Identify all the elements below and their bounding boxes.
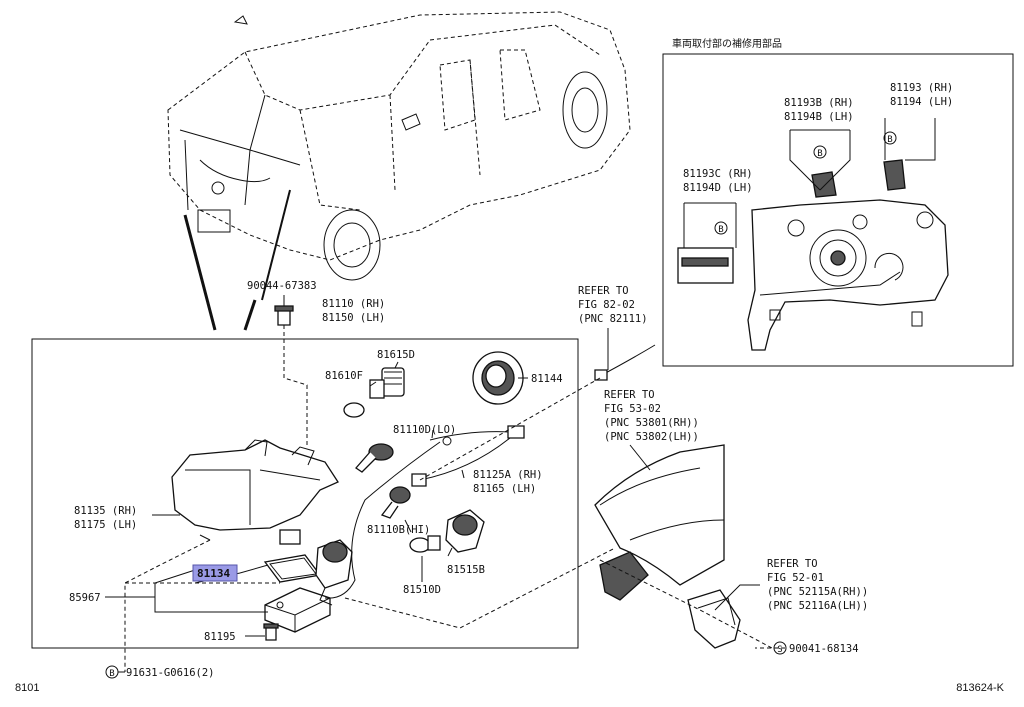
bulb-81110d (355, 443, 394, 473)
svg-text:B: B (887, 135, 892, 145)
refer-53-line1: REFER TO (604, 389, 655, 401)
label-81150-lh: 81150 (LH) (322, 312, 385, 324)
inset-label-81194: 81194 (LH) (890, 96, 953, 108)
bulb-81615d (381, 367, 405, 397)
page-id-left: 8101 (15, 682, 39, 694)
refer-82-line3: (PNC 82111) (578, 313, 648, 325)
bulb-81110b (380, 486, 411, 519)
inset-label-81193c: 81193C (RH) (683, 168, 753, 180)
bracket-52115a (599, 551, 741, 649)
svg-text:S: S (777, 645, 782, 655)
label-81610f: 81610F (325, 370, 363, 382)
refer-82-line2[interactable]: FIG 82-02 (578, 299, 635, 311)
label-81125a: 81125A (RH) (473, 469, 543, 481)
refer-53-line2[interactable]: FIG 53-02 (604, 403, 661, 415)
callout-s: S (773, 641, 787, 655)
label-81135: 81135 (RH) (74, 505, 137, 517)
inset-bracket-81193c (677, 202, 737, 284)
headlamp-assembly (171, 439, 339, 545)
label-85967: 85967 (69, 592, 101, 604)
highlight-box (192, 564, 238, 582)
vehicle-illustration (167, 11, 631, 331)
label-81110-rh: 81110 (RH) (322, 298, 385, 310)
bulb-81610f (343, 379, 385, 418)
svg-text:B: B (109, 669, 114, 679)
inset-label-81194b: 81194B (LH) (784, 111, 854, 123)
inset-bracket-81193b (789, 129, 851, 198)
bulb-81510d (409, 535, 441, 553)
reference-lines (124, 325, 773, 672)
fender (594, 444, 725, 586)
inset-frame (662, 53, 1014, 367)
label-81175: 81175 (LH) (74, 519, 137, 531)
igniter-part (315, 539, 353, 606)
inset-bracket-81193 (883, 118, 936, 191)
callout-b-inset-1: B (813, 145, 827, 159)
page-id-right: 813624-K (956, 682, 1004, 694)
callout-b-inset-3: B (714, 221, 728, 235)
callout-b-inset-2: B (883, 131, 897, 145)
label-81515b: 81515B (447, 564, 485, 576)
label-91631: 91631-G0616(2) (126, 667, 215, 679)
leader-lines (105, 295, 785, 673)
svg-text:B: B (817, 149, 822, 159)
refer-52-line4: (PNC 52116A(LH)) (767, 600, 868, 612)
inset-label-81194d: 81194D (LH) (683, 182, 753, 194)
svg-text:B: B (718, 225, 723, 235)
refer-52-line3: (PNC 52115A(RH)) (767, 586, 868, 598)
refer-82-line1: REFER TO (578, 285, 629, 297)
inset-label-81193: 81193 (RH) (890, 82, 953, 94)
cover-81144 (472, 351, 524, 405)
inset-headlamp (747, 199, 949, 351)
refer-53-line3: (PNC 53801(RH)) (604, 417, 699, 429)
main-assembly-frame (31, 338, 579, 649)
screw-81195 (263, 623, 279, 641)
label-81195: 81195 (204, 631, 236, 643)
label-90044-67383: 90044-67383 (247, 280, 317, 292)
label-81165: 81165 (LH) (473, 483, 536, 495)
socket-81515b (445, 509, 485, 553)
label-81110b: 81110B(HI) (367, 524, 430, 536)
ballast-unit (264, 587, 331, 633)
inset-label-81193b: 81193B (RH) (784, 97, 854, 109)
refer-53-line4: (PNC 53802(LH)) (604, 431, 699, 443)
wire-harness (324, 425, 525, 599)
label-81510d: 81510D (403, 584, 441, 596)
label-81134[interactable]: 81134 (197, 567, 230, 580)
label-81615d: 81615D (377, 349, 415, 361)
label-81144: 81144 (531, 373, 563, 385)
refer-52-line1: REFER TO (767, 558, 818, 570)
refer-52-line2[interactable]: FIG 52-01 (767, 572, 824, 584)
callout-b-main: B (105, 665, 119, 679)
label-81110d: 81110D(LO) (393, 424, 456, 436)
label-90041: 90041-68134 (789, 643, 859, 655)
screw-90044 (274, 305, 294, 326)
inset-title: 車両取付部の補修用部品 (672, 37, 782, 50)
